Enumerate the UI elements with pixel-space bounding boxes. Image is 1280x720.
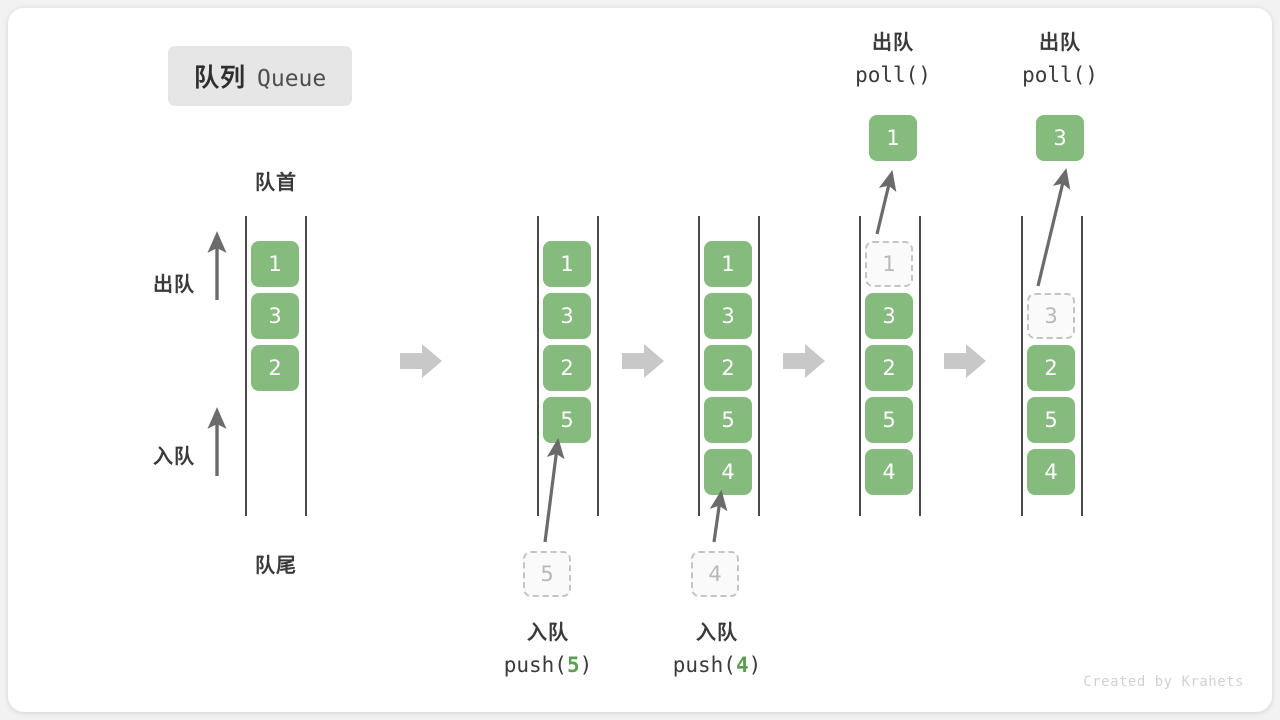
col4-element-2: 5 (865, 397, 913, 443)
col1-element-0: 1 (251, 241, 299, 287)
push-5-arrow (543, 437, 565, 543)
col5-element-2: 4 (1027, 449, 1075, 495)
col2-caption-code: push(5) (443, 649, 653, 682)
col4-result-caption: 出队 poll() (798, 28, 988, 92)
col1-rail-left (245, 216, 247, 516)
col1-rail-right (305, 216, 307, 516)
queue-tail-label: 队尾 (255, 555, 297, 577)
col1-element-1: 3 (251, 293, 299, 339)
col4-result-chinese: 出队 (872, 32, 914, 54)
dequeue-direction-label: 出队 (153, 274, 195, 296)
col3-code-prefix: push( (672, 653, 736, 677)
col3-ghost-box: 4 (691, 551, 739, 597)
col1-element-2: 2 (251, 345, 299, 391)
col3-element-2: 2 (704, 345, 752, 391)
col2-element-2: 2 (543, 345, 591, 391)
col2-rail-left (537, 216, 539, 516)
title-english: Queue (257, 66, 327, 92)
col2-rail-right (597, 216, 599, 516)
col2-caption-chinese: 入队 (527, 622, 569, 644)
col3-code-value: 4 (735, 653, 749, 677)
col5-result-chinese: 出队 (1039, 32, 1081, 54)
col4-rail-left (859, 216, 861, 516)
col2-element-3: 5 (543, 397, 591, 443)
col3-caption-chinese: 入队 (696, 622, 738, 644)
col2-ghost-box: 5 (523, 551, 571, 597)
col3-code-suffix: ) (748, 653, 762, 677)
col4-element-0: 3 (865, 293, 913, 339)
col4-ghost-box: 1 (865, 241, 913, 287)
enqueue-direction-label: 入队 (153, 446, 195, 468)
col5-rail-left (1021, 216, 1023, 516)
flow-arrow-1 (400, 344, 442, 378)
col4-result-box: 1 (869, 115, 917, 161)
col2-element-1: 3 (543, 293, 591, 339)
col4-element-3: 4 (865, 449, 913, 495)
diagram-card: 队列 Queue 队首 队尾 出队 入队 1 3 2 1 3 2 5 5 入队 … (8, 8, 1272, 712)
col2-code-value: 5 (566, 653, 580, 677)
col3-element-3: 5 (704, 397, 752, 443)
diagram-title-badge: 队列 Queue (168, 46, 353, 106)
col3-element-4: 4 (704, 449, 752, 495)
poll-3-arrow (1036, 168, 1071, 287)
col4-result-code: poll() (855, 63, 931, 87)
col3-rail-right (758, 216, 760, 516)
queue-head-label: 队首 (255, 172, 297, 194)
col3-element-0: 1 (704, 241, 752, 287)
col4-element-1: 2 (865, 345, 913, 391)
col5-result-caption: 出队 poll() (965, 28, 1155, 92)
col5-result-code: poll() (1022, 63, 1098, 87)
col3-rail-left (698, 216, 700, 516)
flow-arrow-2 (622, 344, 664, 378)
col2-code-prefix: push( (503, 653, 567, 677)
poll-1-arrow (875, 170, 897, 235)
push-4-arrow (709, 489, 728, 543)
title-chinese: 队列 (194, 64, 247, 92)
col2-element-0: 1 (543, 241, 591, 287)
col5-rail-right (1081, 216, 1083, 516)
col3-element-1: 3 (704, 293, 752, 339)
flow-arrow-3 (783, 344, 825, 378)
col5-ghost-box: 3 (1027, 293, 1075, 339)
col3-caption: 入队 push(4) (612, 618, 822, 682)
col5-element-1: 5 (1027, 397, 1075, 443)
col5-element-0: 2 (1027, 345, 1075, 391)
col5-result-box: 3 (1036, 115, 1084, 161)
col3-caption-code: push(4) (612, 649, 822, 682)
col2-code-suffix: ) (579, 653, 593, 677)
col2-caption: 入队 push(5) (443, 618, 653, 682)
col4-rail-right (919, 216, 921, 516)
flow-arrow-4 (944, 344, 986, 378)
credit-text: Created by Krahets (1083, 674, 1244, 690)
